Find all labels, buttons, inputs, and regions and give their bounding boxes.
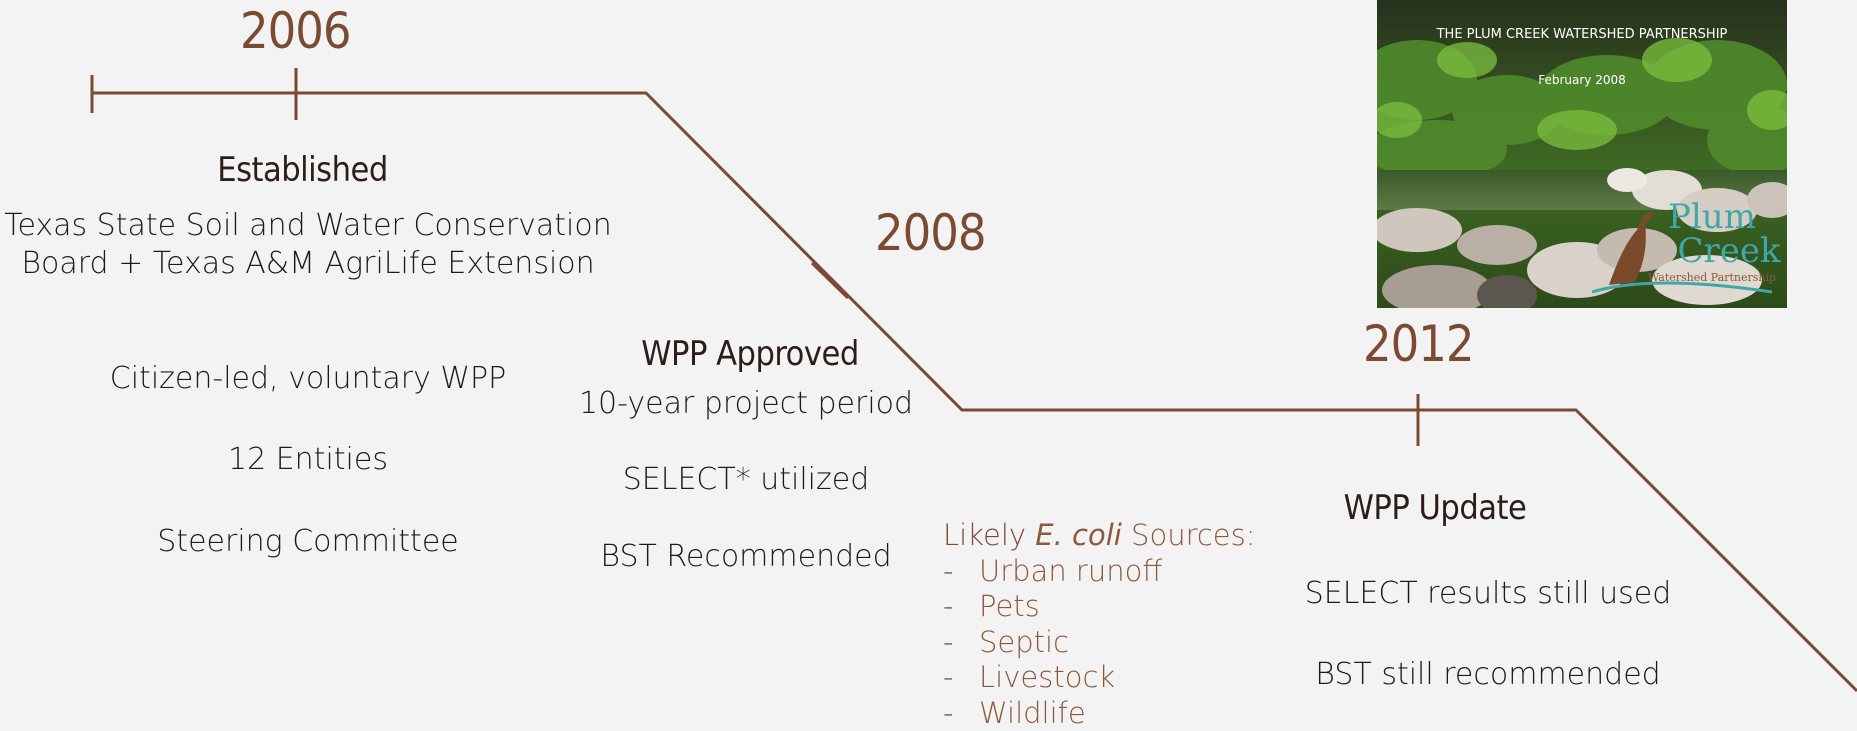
milestone-text-bst-still: BST still recommended [1288,656,1688,694]
sources-title-suffix: Sources: [1131,518,1255,552]
sources-title-prefix: Likely [943,518,1026,552]
list-item: -Livestock [943,660,1256,696]
milestone-text-project-period: 10-year project period [565,385,927,423]
milestone-text-citizen-led: Citizen-led, voluntary WPP [0,360,616,398]
plum-creek-cover-image: THE PLUM CREEK WATERSHED PARTNERSHIP Feb… [1377,0,1787,308]
tick-2008 [812,263,848,298]
milestone-text-partners: Texas State Soil and Water Conservation … [0,207,616,283]
year-2012: 2012 [1363,319,1473,369]
sources-title-italic: E. coli [1035,518,1122,552]
milestone-text-select: SELECT* utilized [565,461,927,499]
milestone-heading-update: WPP Update [1285,491,1585,525]
logo-text-creek: Creek [1677,231,1781,271]
year-2006: 2006 [240,6,350,56]
logo-text-partnership: Watershed Partnership [1648,271,1776,284]
list-item: -Urban runoff [943,554,1256,590]
milestone-heading-approved: WPP Approved [590,337,910,371]
ecoli-sources-list: Likely E. coli Sources: -Urban runoff -P… [943,518,1256,731]
milestone-heading-established: Established [150,153,455,187]
year-2008: 2008 [875,208,985,258]
milestone-text-steering: Steering Committee [0,523,616,561]
sources-title: Likely E. coli Sources: [943,518,1256,554]
milestone-text-entities: 12 Entities [0,441,616,479]
milestone-text-bst: BST Recommended [565,538,927,576]
cover-caption-title: THE PLUM CREEK WATERSHED PARTNERSHIP [1436,27,1728,42]
cover-caption-date: February 2008 [1538,73,1626,87]
list-item: -Wildlife [943,696,1256,731]
milestone-text-select-results: SELECT results still used [1288,575,1688,613]
cover-image-art: THE PLUM CREEK WATERSHED PARTNERSHIP Feb… [1377,0,1787,308]
list-item: -Septic [943,625,1256,661]
list-item: -Pets [943,589,1256,625]
